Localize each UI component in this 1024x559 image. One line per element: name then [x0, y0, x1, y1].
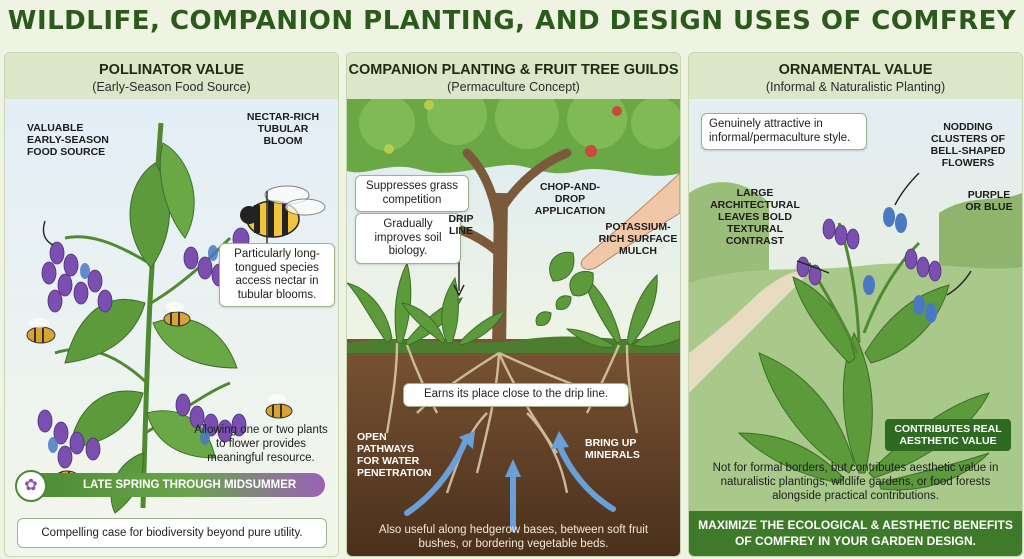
- label-bring-up-minerals: BRING UP MINERALS: [585, 437, 640, 461]
- label-early-season-food-source: VALUABLE EARLY-SEASON FOOD SOURCE: [27, 122, 109, 158]
- panel-footer: Compelling case for biodiversity beyond …: [17, 518, 327, 548]
- note-allow-flowering: Allowing one or two plants to flower pro…: [194, 424, 328, 464]
- season-banner-text: LATE SPRING THROUGH MIDSUMMER: [83, 479, 297, 491]
- label-nodding-clusters: NODDING CLUSTERS OF BELL-SHAPED FLOWERS: [930, 121, 1006, 169]
- fruit-tree-guild-illustration: [347, 85, 680, 556]
- page-title: WILDLIFE, COMPANION PLANTING, AND DESIGN…: [7, 6, 1017, 36]
- bumblebee-icon: [240, 185, 326, 238]
- panel-footer: Also useful along hedgerow bases, betwee…: [378, 524, 649, 550]
- panel-subheading: (Early-Season Food Source): [92, 80, 251, 94]
- note-long-tongued-species: Particularly long-tongued species access…: [219, 243, 335, 307]
- panel-header: COMPANION PLANTING & FRUIT TREE GUILDS (…: [347, 53, 680, 99]
- label-open-pathways: OPEN PATHWAYS FOR WATER PENETRATION: [357, 431, 432, 479]
- honeybee-icon: [265, 394, 293, 419]
- honeybee-icon: [163, 302, 191, 327]
- tag-real-aesthetic-value: CONTRIBUTES REAL AESTHETIC VALUE: [885, 419, 1011, 451]
- panel-pollinator-value: POLLINATOR VALUE (Early-Season Food Sour…: [4, 52, 339, 557]
- note-earns-its-place: Earns its place close to the drip line.: [403, 383, 629, 407]
- note-genuinely-attractive: Genuinely attractive in informal/permacu…: [701, 113, 867, 150]
- panel-heading: COMPANION PLANTING & FRUIT TREE GUILDS: [348, 62, 679, 78]
- label-architectural-leaves: LARGE ARCHITECTURAL LEAVES BOLD TEXTURAL…: [710, 187, 800, 247]
- label-potassium-mulch: POTASSIUM-RICH SURFACE MULCH: [598, 221, 678, 257]
- note-suppresses-grass: Suppresses grass competition: [355, 175, 469, 212]
- note-improves-soil: Gradually improves soil biology.: [355, 213, 461, 264]
- panel-subheading: (Permaculture Concept): [447, 80, 580, 94]
- panel-companion-planting: COMPANION PLANTING & FRUIT TREE GUILDS (…: [346, 52, 681, 557]
- flower-icon: ✿: [15, 470, 47, 502]
- season-banner: ✿ LATE SPRING THROUGH MIDSUMMER: [15, 470, 325, 502]
- panel-subheading: (Informal & Naturalistic Planting): [765, 80, 946, 94]
- honeybee-icon: [26, 318, 56, 344]
- label-drip-line: DRIP LINE: [448, 213, 474, 237]
- label-nectar-rich-bloom: NECTAR-RICH TUBULAR BLOOM: [246, 111, 320, 147]
- label-chop-and-drop: CHOP-AND-DROP APPLICATION: [534, 181, 606, 217]
- panel-header: POLLINATOR VALUE (Early-Season Food Sour…: [5, 53, 338, 99]
- panel-footer: MAXIMIZE THE ECOLOGICAL & AESTHETIC BENE…: [689, 511, 1022, 556]
- panel-header: ORNAMENTAL VALUE (Informal & Naturalisti…: [689, 53, 1022, 99]
- panel-heading: POLLINATOR VALUE: [99, 62, 244, 78]
- panel-heading: ORNAMENTAL VALUE: [778, 62, 933, 78]
- panel-ornamental-value: ORNAMENTAL VALUE (Informal & Naturalisti…: [688, 52, 1023, 557]
- label-purple-or-blue: PURPLE OR BLUE: [965, 189, 1013, 213]
- note-not-for-formal-borders: Not for formal borders, but contributes …: [712, 462, 999, 502]
